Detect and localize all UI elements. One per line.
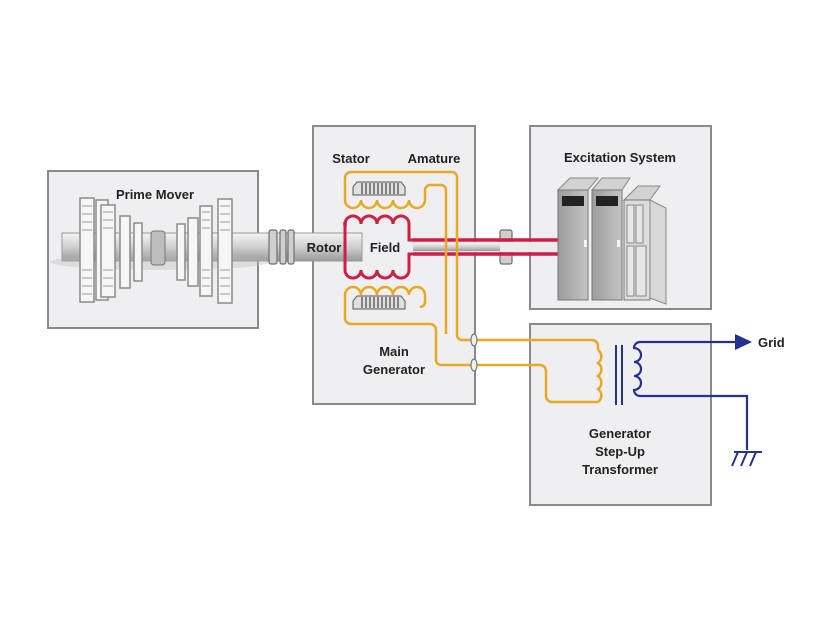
prime-mover-label: Prime Mover xyxy=(116,187,194,202)
ground-icon xyxy=(731,451,762,467)
armature-wires xyxy=(343,170,603,404)
turbine-hub xyxy=(150,230,166,266)
turbine-blades xyxy=(79,197,233,304)
transformer-box xyxy=(529,323,712,506)
bushings xyxy=(470,333,478,372)
main-generator-label-line1: Main xyxy=(379,344,409,359)
grid-wires xyxy=(632,340,749,450)
main-generator-label-line2: Generator xyxy=(363,362,425,377)
transformer-label-line3: Transformer xyxy=(582,462,658,477)
rotor-label: Rotor xyxy=(307,240,342,255)
grid-label: Grid xyxy=(758,335,785,350)
excitation-cabinets xyxy=(556,177,667,305)
grid-arrow-icon xyxy=(735,334,752,350)
transformer-label-line2: Step-Up xyxy=(595,444,645,459)
field-label: Field xyxy=(370,240,400,255)
field-coil xyxy=(343,214,415,280)
excitation-system-label: Excitation System xyxy=(564,150,676,165)
transformer-core xyxy=(615,345,623,405)
transformer-label-line1: Generator xyxy=(589,426,651,441)
armature-label: Amature xyxy=(408,151,461,166)
stator-label: Stator xyxy=(332,151,370,166)
